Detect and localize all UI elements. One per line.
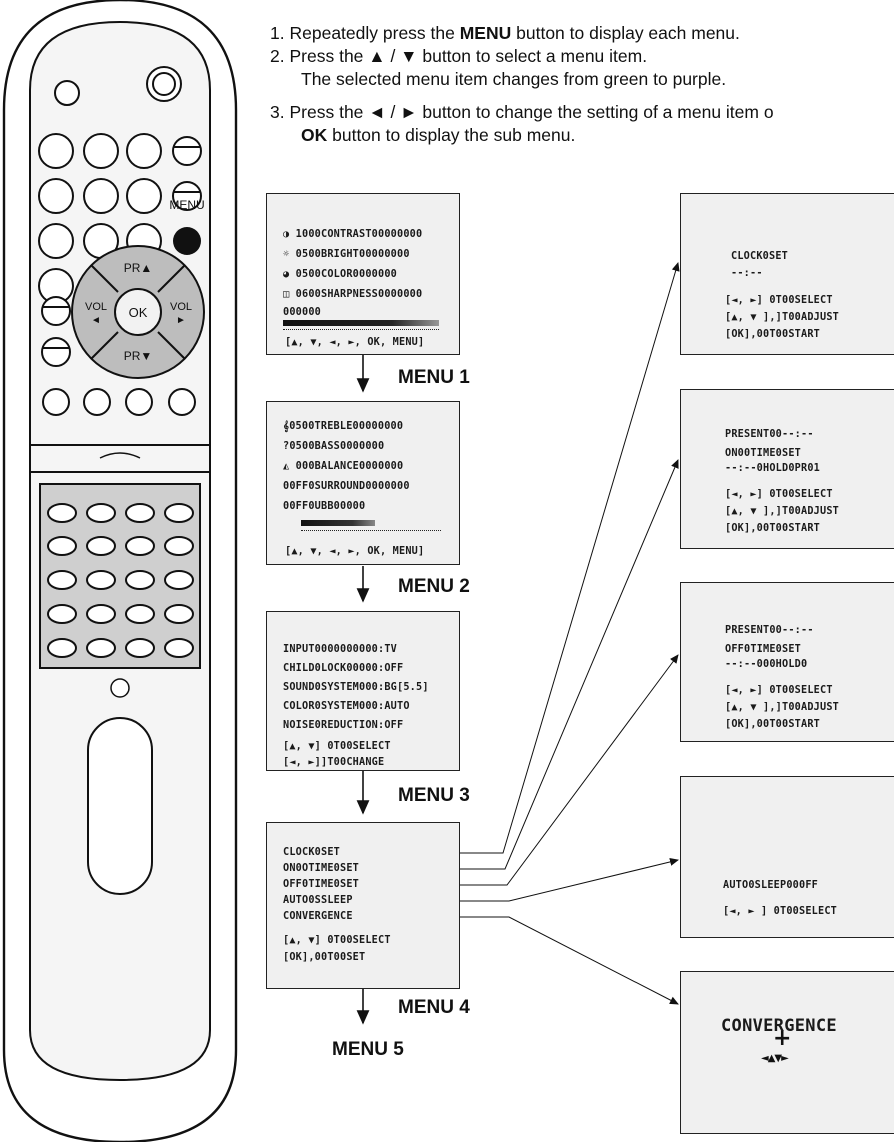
convergence-crosshair-icon: + — [773, 1026, 792, 1051]
number-button-1 — [38, 133, 74, 169]
off-time-footer-start: [OK],00T00START — [725, 719, 821, 730]
on-time-set-screen: PRESENT00--:-- ON00TIME0SET --:--0HOLD0P… — [680, 389, 894, 549]
convergence-arrows-icon: ◄▲▼► — [761, 1053, 789, 1064]
menu-2-line-bass: ?0500BASS0000000 — [283, 441, 385, 452]
menu-1-screen: ◑ 1000CONTRAST00000000 ☼ 0500BRIGHT00000… — [266, 193, 460, 355]
number-button-5 — [83, 178, 119, 214]
instruction-step-2: 2. Press the ▲ / ▼ button to select a me… — [270, 46, 648, 66]
menu-3-screen: INPUT0000000000:TV CHILD0LOCK00000:OFF S… — [266, 611, 460, 771]
menu-4-line-auto-sleep: AUTO0SSLEEP — [283, 895, 353, 906]
convergence-title: CONVERGENCE — [721, 1016, 837, 1036]
menu-3-label: MENU 3 — [398, 785, 470, 806]
instruction-step-3: 3. Press the ◄ / ► button to change the … — [270, 102, 774, 122]
off-time-footer-adjust: [▲, ▼ ],]T00ADJUST — [725, 702, 840, 713]
menu-button-label: MENU — [169, 198, 204, 212]
auto-sleep-screen: AUTO0SLEEP000FF [◄, ► ] 0T00SELECT — [680, 776, 894, 938]
clock-set-footer-start: [OK],00T00START — [725, 329, 821, 340]
menu-button — [173, 227, 201, 255]
pr-up-label: PR▲ — [124, 261, 153, 275]
menu-2-line-surround: 00FF0SURROUND0000000 — [283, 481, 410, 492]
svg-text:◄: ◄ — [91, 315, 101, 326]
clock-set-time: --:-- — [731, 268, 763, 279]
on-time-footer-start: [OK],00T00START — [725, 523, 821, 534]
menu-3-footer-select: [▲, ▼] 0T00SELECT — [283, 741, 391, 752]
clock-set-title: CLOCK0SET — [731, 251, 789, 262]
on-time-present: PRESENT00--:-- — [725, 429, 814, 440]
pr-down-label: PR▼ — [124, 349, 153, 363]
off-time-title: OFF0TIME0SET — [725, 644, 802, 655]
ok-button — [114, 288, 162, 336]
menu-4-footer-set: [OK],00T00SET — [283, 952, 366, 963]
auto-sleep-value: AUTO0SLEEP000FF — [723, 880, 819, 891]
menu-2-line-balance: ◭ 000BALANCE0000000 — [283, 461, 404, 472]
menu-4-screen: CLOCK0SET ON0OTIME0SET OFF0TIME0SET AUTO… — [266, 822, 460, 989]
on-time-footer-select: [◄, ►] 0T00SELECT — [725, 489, 833, 500]
menu-1-line-contrast: ◑ 1000CONTRAST00000000 — [283, 229, 423, 240]
vol-right-label: VOL — [170, 301, 192, 313]
vol-left-label: VOL — [85, 301, 107, 313]
menu-2-level-bar — [301, 520, 375, 526]
number-button-3 — [126, 133, 162, 169]
number-button-2 — [83, 133, 119, 169]
clock-set-footer-adjust: [▲, ▼ ],]T00ADJUST — [725, 312, 840, 323]
dpad: OK PR▲ PR▼ VOL ◄ VOL ► — [71, 245, 205, 379]
number-button-4 — [38, 178, 74, 214]
menu-3-line-sound-system: SOUND0SYSTEM000:BG[5.5] — [283, 682, 429, 693]
clock-set-screen: CLOCK0SET --:-- [◄, ►] 0T00SELECT [▲, ▼ … — [680, 193, 894, 355]
menu-2-footer: [▲, ▼, ◄, ►, OK, MENU] — [285, 546, 425, 557]
menu-4-footer-select: [▲, ▼] 0T00SELECT — [283, 935, 391, 946]
menu-4-line-convergence: CONVERGENCE — [283, 911, 353, 922]
on-time-value: --:--0HOLD0PR01 — [725, 463, 821, 474]
menu-1-line-color: ◕ 0500COLOR0000000 — [283, 269, 398, 280]
svg-text:OK: OK — [129, 305, 148, 320]
instruction-step-2-note: The selected menu item changes from gree… — [301, 69, 727, 89]
number-button-7 — [38, 223, 74, 259]
small-round-button — [54, 80, 80, 106]
number-button-6 — [126, 178, 162, 214]
instruction-step-1: 1. Repeatedly press the MENU button to d… — [270, 23, 740, 43]
menu-2-label: MENU 2 — [398, 576, 470, 597]
menu-3-line-input: INPUT0000000000:TV — [283, 644, 398, 655]
menu-1-line-bright: ☼ 0500BRIGHT00000000 — [283, 249, 410, 260]
off-time-present: PRESENT00--:-- — [725, 625, 814, 636]
menu-4-line-clock-set: CLOCK0SET — [283, 847, 341, 858]
menu-3-line-noise-reduction: NOISE0REDUCTION:OFF — [283, 720, 404, 731]
menu-1-line-extra: 000000 — [283, 307, 322, 318]
menu-1-line-sharpness: ◫ 0600SHARPNESS0000000 — [283, 289, 423, 300]
off-time-set-screen: PRESENT00--:-- OFF0TIME0SET --:--000HOLD… — [680, 582, 894, 742]
menu-1-label: MENU 1 — [398, 367, 470, 388]
menu-3-footer-change: [◄, ►]]T00CHANGE — [283, 757, 385, 768]
instruction-step-3-cont: OK button to display the sub menu. — [301, 125, 576, 145]
menu-2-screen: 𝄞0500TREBLE00000000 ?0500BASS0000000 ◭ 0… — [266, 401, 460, 565]
menu-4-label: MENU 4 — [398, 997, 470, 1018]
remote-control: MENU OK PR▲ PR▼ VOL ◄ VOL ► — [2, 0, 238, 1142]
menu-3-line-color-system: COLOR0SYSTEM000:AUTO — [283, 701, 410, 712]
menu-2-line-ubb: 00FF0UBB00000 — [283, 501, 366, 512]
menu-2-line-treble: 𝄞0500TREBLE00000000 — [283, 421, 404, 432]
on-time-footer-adjust: [▲, ▼ ],]T00ADJUST — [725, 506, 840, 517]
battery-slot — [87, 717, 153, 895]
clock-set-footer-select: [◄, ►] 0T00SELECT — [725, 295, 833, 306]
menu-3-line-child-lock: CHILD0LOCK00000:OFF — [283, 663, 404, 674]
menu-4-line-on-time: ON0OTIME0SET — [283, 863, 360, 874]
menu-1-footer: [▲, ▼, ◄, ►, OK, MENU] — [285, 337, 425, 348]
menu-4-line-off-time: OFF0TIME0SET — [283, 879, 360, 890]
off-time-value: --:--000HOLD0 — [725, 659, 808, 670]
on-time-title: ON00TIME0SET — [725, 448, 802, 459]
off-time-footer-select: [◄, ►] 0T00SELECT — [725, 685, 833, 696]
menu-1-level-bar — [283, 320, 439, 326]
convergence-screen: CONVERGENCE + ◄▲▼► — [680, 971, 894, 1134]
auto-sleep-footer-select: [◄, ► ] 0T00SELECT — [723, 906, 838, 917]
svg-text:►: ► — [176, 315, 186, 326]
menu-5-label: MENU 5 — [332, 1039, 404, 1060]
